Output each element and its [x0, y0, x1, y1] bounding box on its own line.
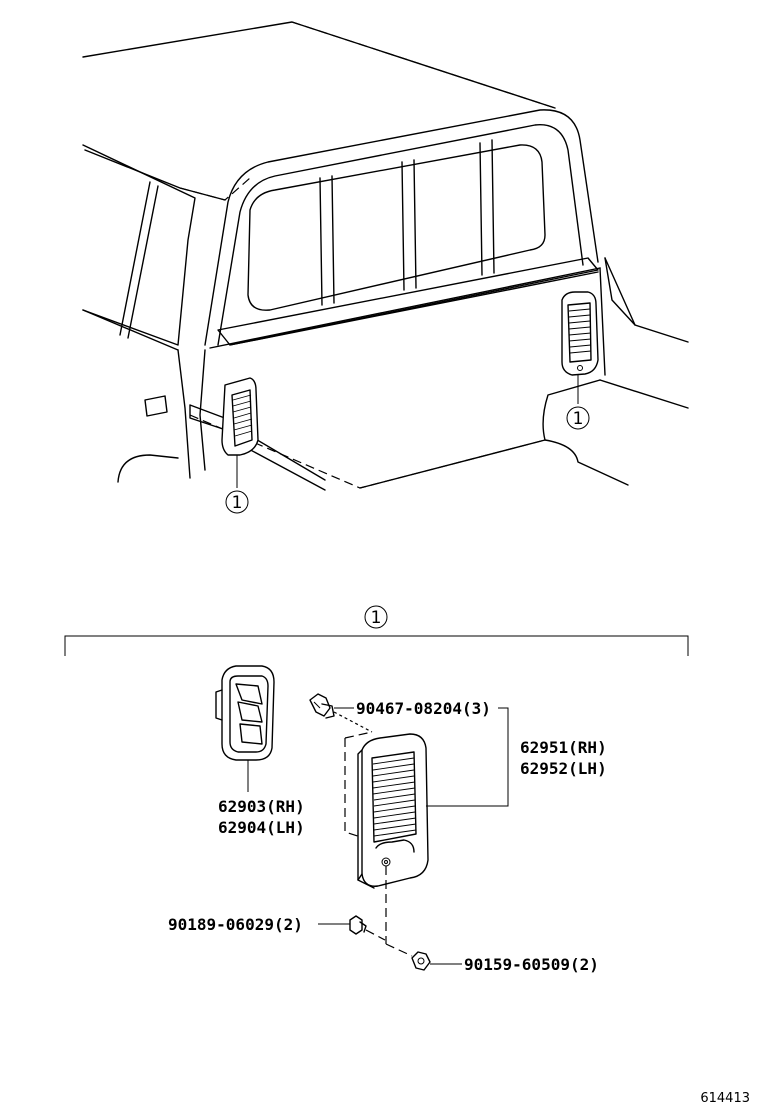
part-62952-label: 62952(LH) [520, 759, 607, 778]
part-90189-label: 90189-06029(2) [168, 915, 303, 934]
part-62951-label: 62951(RH) [520, 738, 607, 757]
truck-cab-illustration [82, 21, 689, 491]
right-vent-grille [561, 291, 599, 376]
screw-part-illustration [318, 915, 386, 941]
left-vent-grille [221, 377, 259, 456]
figure-code: 614413 [700, 1091, 750, 1106]
callout-1-left: 1 [225, 490, 249, 514]
detail-bracket: 1 [64, 605, 689, 656]
part-90467-label: 90467-08204(3) [356, 699, 491, 718]
clip-part-illustration [309, 693, 373, 733]
callout-label: 1 [232, 493, 243, 513]
grille-leader [426, 707, 509, 807]
part-62903-label: 62903(RH) [218, 797, 305, 816]
part-90159-label: 90159-60509(2) [464, 955, 599, 974]
cover-part-illustration [215, 665, 275, 792]
callout-label: 1 [573, 409, 584, 429]
grille-part-illustration [344, 731, 429, 889]
bolt-part-illustration [385, 866, 462, 971]
detail-callout-label: 1 [371, 608, 382, 628]
part-62904-label: 62904(LH) [218, 818, 305, 837]
callout-1-right: 1 [566, 406, 590, 430]
